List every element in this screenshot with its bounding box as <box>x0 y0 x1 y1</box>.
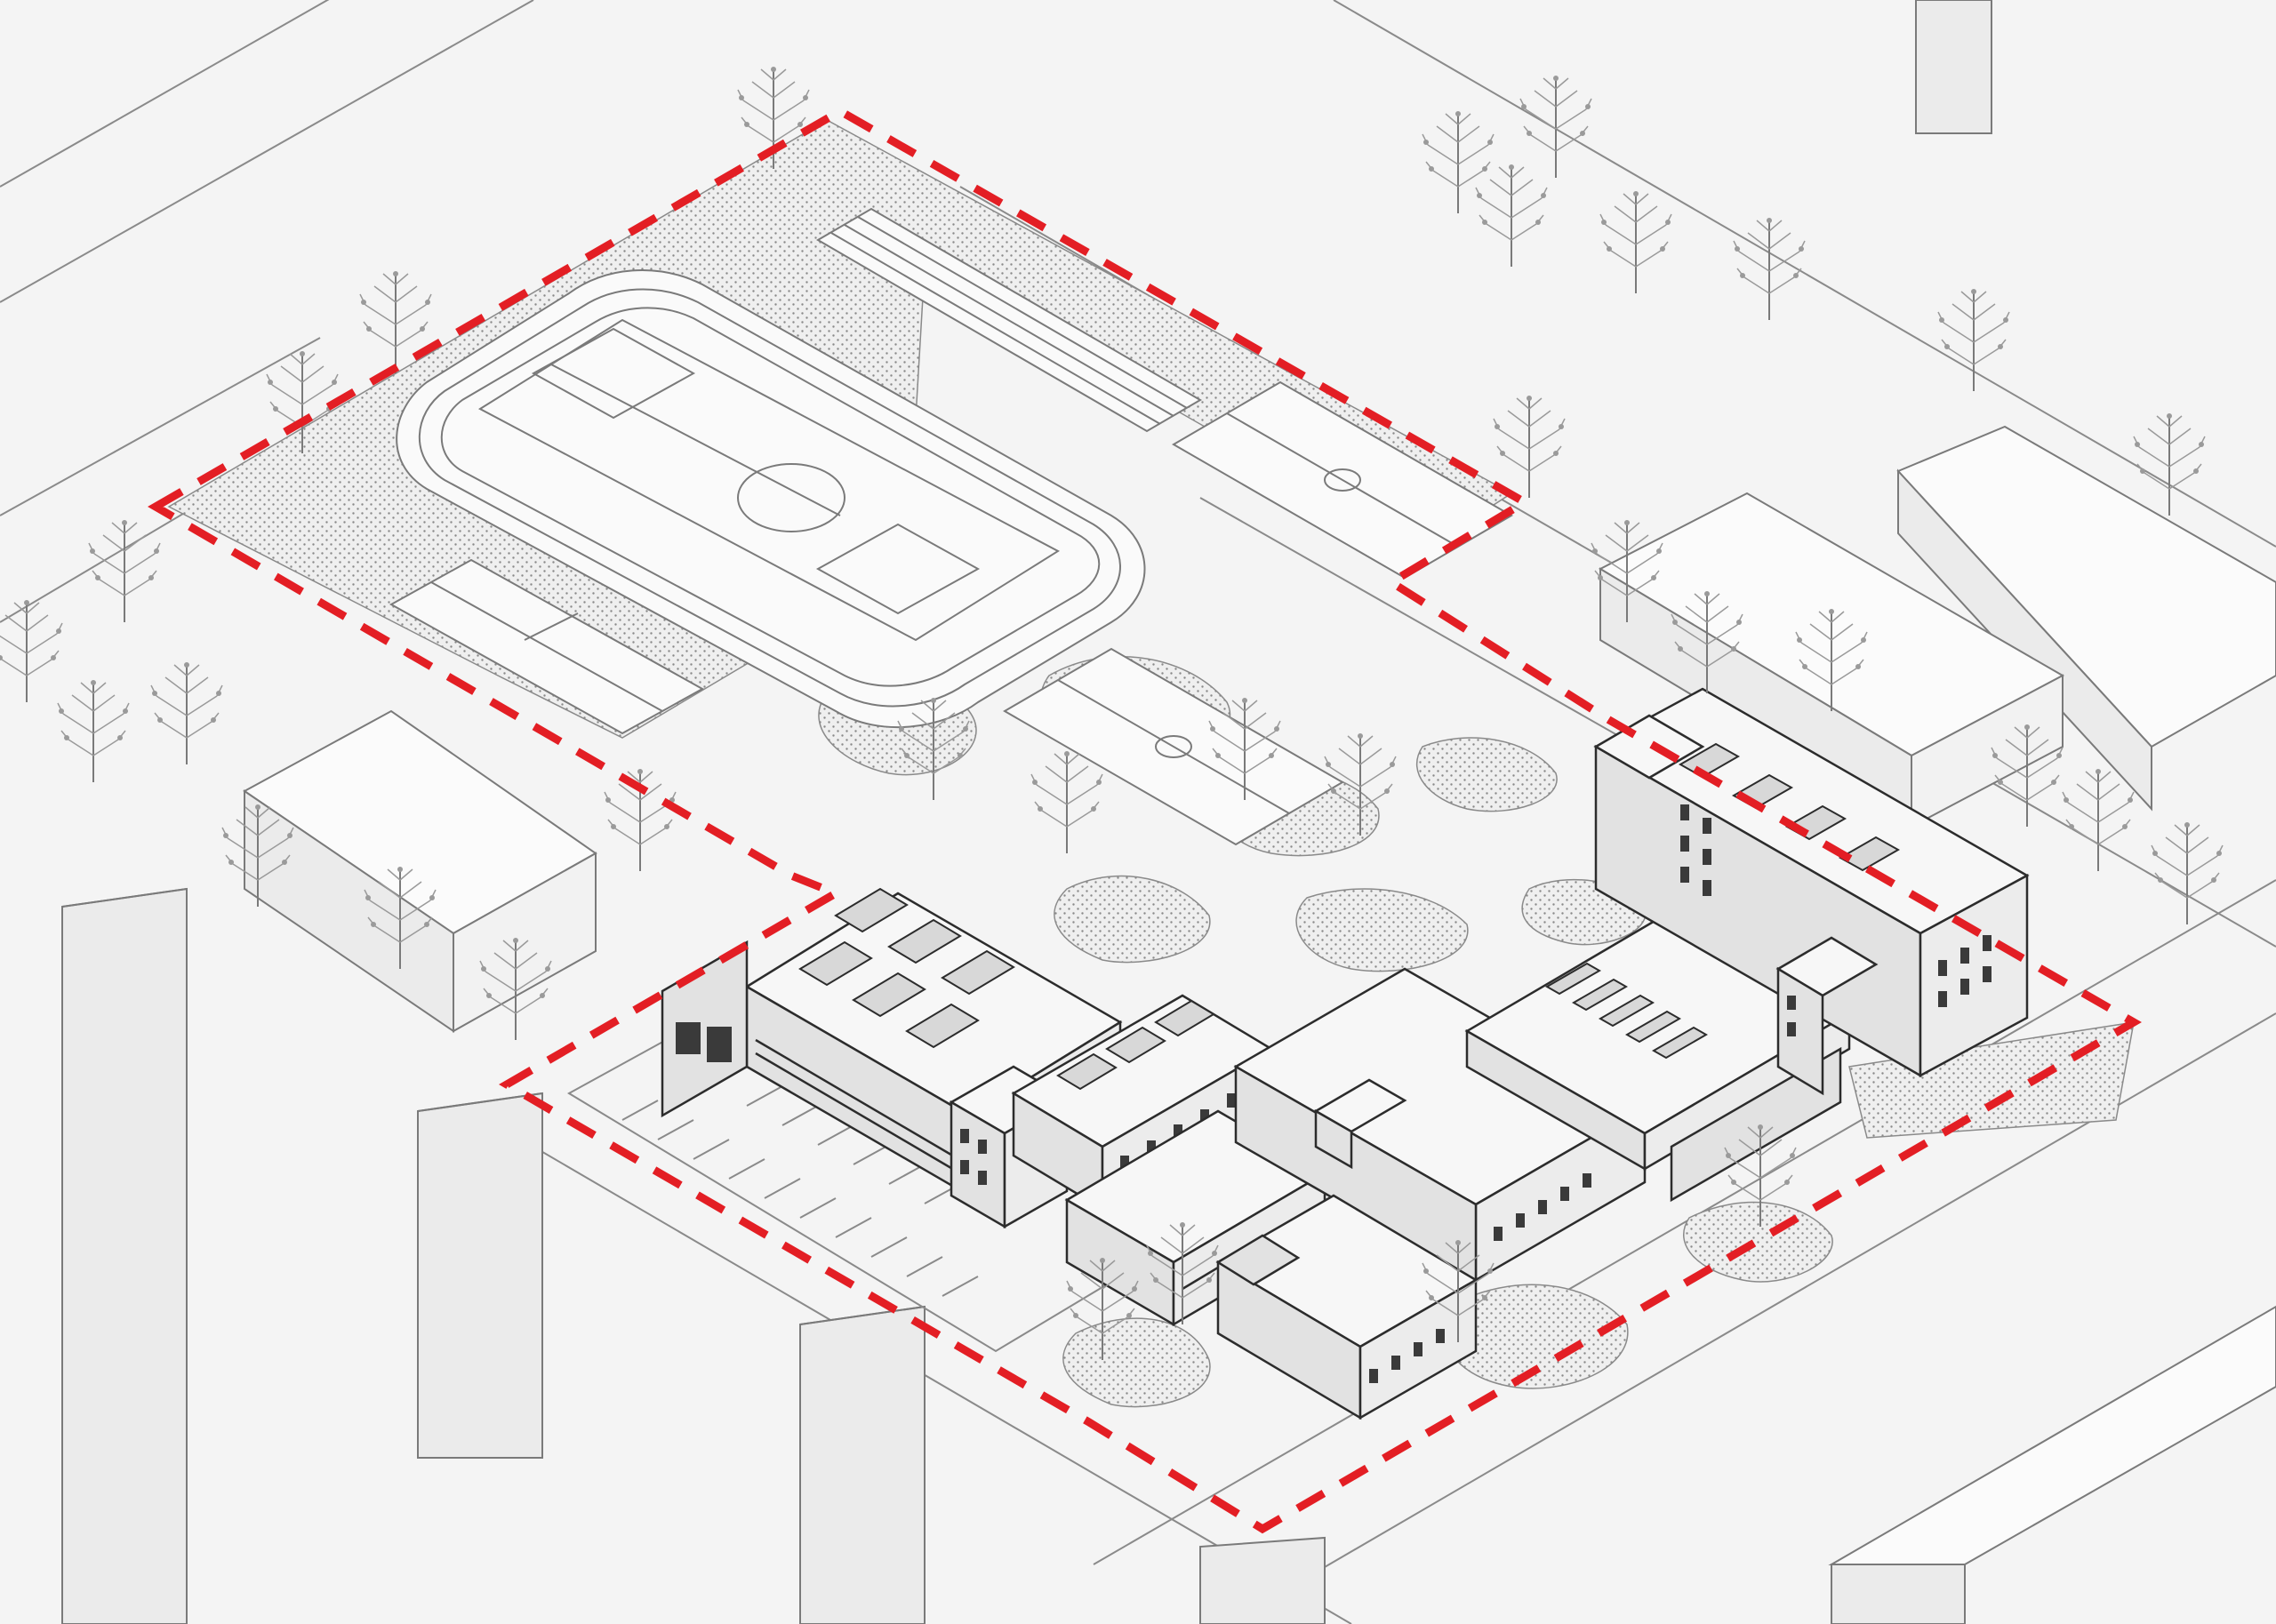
south-wing <box>1215 1194 1479 1420</box>
school-buildings <box>661 687 2030 1420</box>
site-boundary-dashed <box>148 106 2142 1534</box>
sports-field <box>396 207 1202 729</box>
east-classroom-block <box>1593 687 2030 1096</box>
courts <box>389 380 1513 846</box>
context-buildings <box>61 0 2276 1624</box>
main-hall-block <box>1233 967 1647 1283</box>
